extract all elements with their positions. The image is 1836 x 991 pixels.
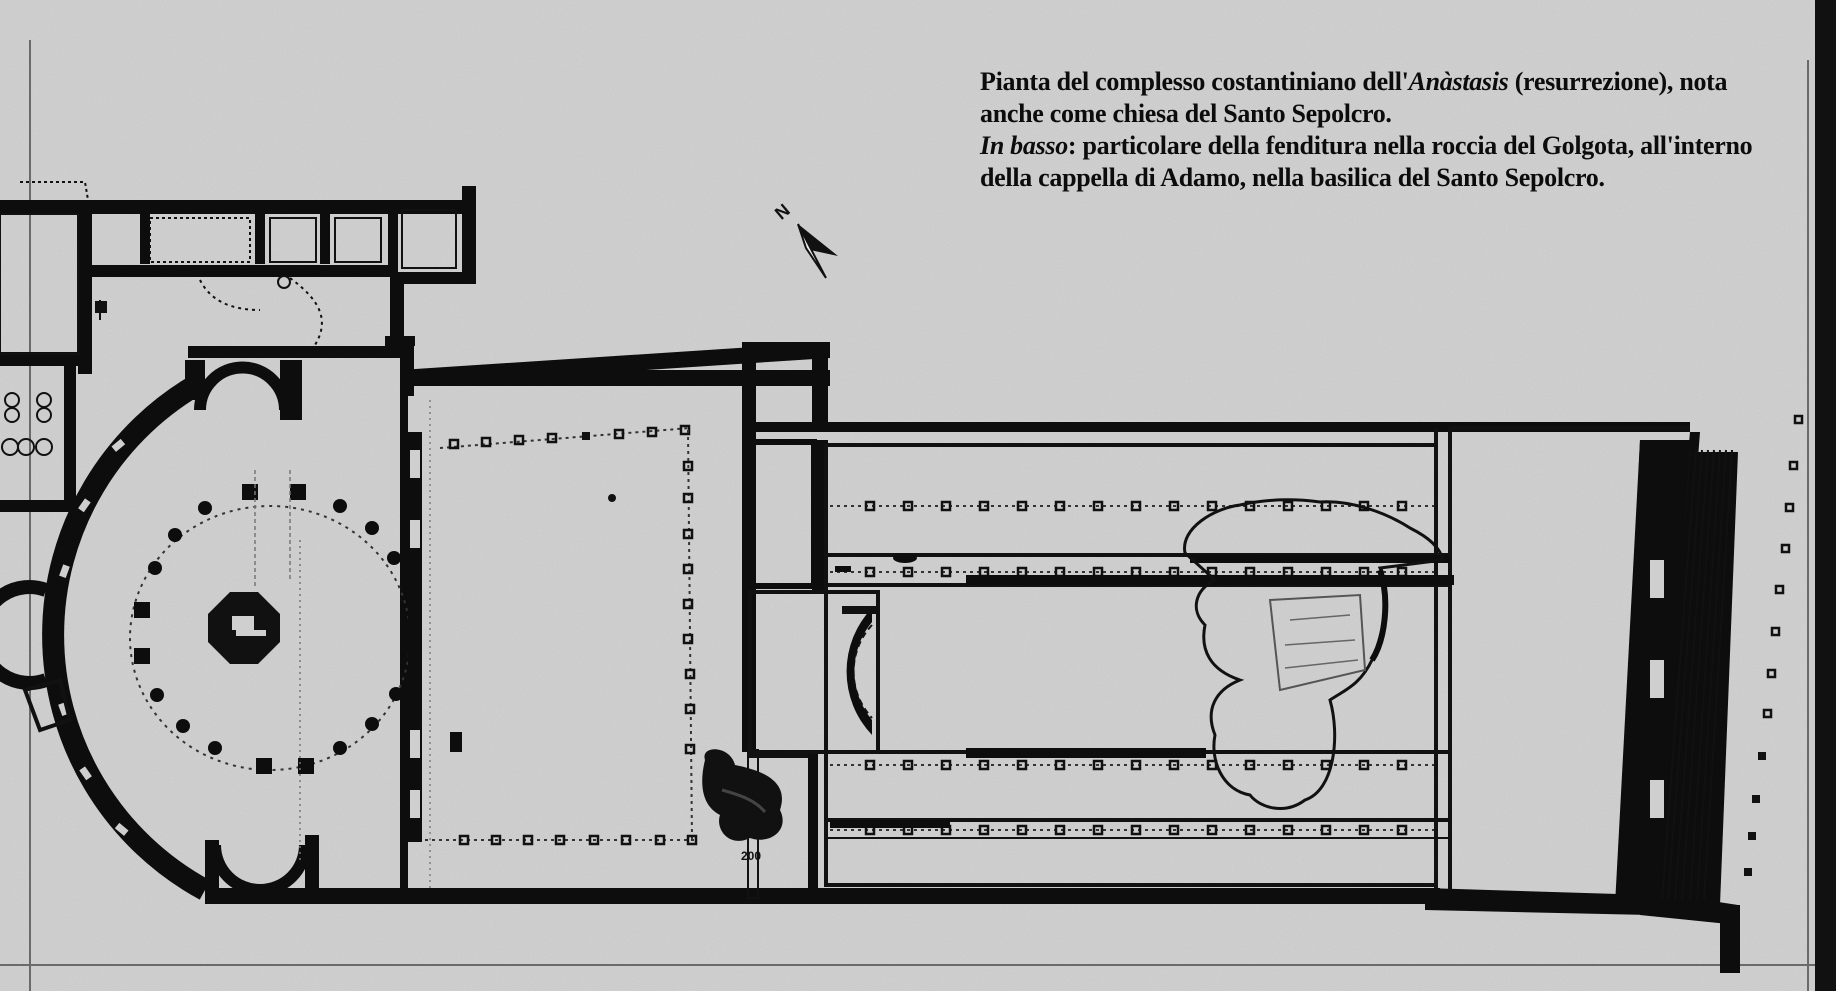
- east-steps-fill: [1615, 440, 1690, 905]
- atrium-columns: [1762, 414, 1804, 719]
- basilica-column: [978, 500, 990, 512]
- annex-details: [0, 181, 457, 456]
- basilica-column: [978, 824, 990, 836]
- basilica-column: [864, 500, 876, 512]
- basilica-column: [940, 500, 952, 512]
- basilica-column: [1396, 500, 1408, 512]
- basilica-column: [1206, 500, 1218, 512]
- basilica-column: [1282, 759, 1294, 771]
- rock-label: 200: [741, 849, 761, 863]
- basilica-column: [1244, 759, 1256, 771]
- basilica-column: [1244, 824, 1256, 836]
- basilica-column: [1168, 759, 1180, 771]
- basilica-column: [902, 566, 914, 578]
- caption-line-3: In basso: particolare della fenditura ne…: [980, 130, 1800, 162]
- caption-line-2: anche come chiesa del Santo Sepolcro.: [980, 99, 1392, 128]
- basilica-column: [1206, 824, 1218, 836]
- courtyard: [408, 400, 698, 890]
- basilica-column: [1054, 824, 1066, 836]
- caption-anastasis: Anàstasis: [1408, 67, 1509, 96]
- basilica-column: [1092, 759, 1104, 771]
- rotunda-columns: [134, 484, 403, 774]
- basilica-column: [864, 566, 876, 578]
- basilica-column: [940, 566, 952, 578]
- basilica-column: [1282, 500, 1294, 512]
- atrium-piers: [1744, 752, 1766, 876]
- basilica-column: [1016, 759, 1028, 771]
- basilica-column: [1130, 759, 1142, 771]
- basilica-column: [902, 759, 914, 771]
- atrium-frame: [1448, 426, 1690, 890]
- frame-right-edge: [1815, 0, 1836, 991]
- basilica-column: [1054, 759, 1066, 771]
- basilica-column: [1016, 824, 1028, 836]
- basilica-column: [1092, 500, 1104, 512]
- basilica-column: [1358, 759, 1370, 771]
- basilica-column: [1396, 824, 1408, 836]
- basilica-column: [1320, 824, 1332, 836]
- rotunda: [0, 360, 411, 900]
- caption-line-1: Pianta del complesso costantiniano dell'…: [980, 66, 1800, 98]
- basilica-column: [1054, 500, 1066, 512]
- basilica-column: [864, 759, 876, 771]
- basilica: [748, 428, 1454, 888]
- basilica-column: [1016, 500, 1028, 512]
- basilica-column: [1168, 500, 1180, 512]
- basilica-column: [978, 759, 990, 771]
- caption-line-1-end: (resurrezione), nota: [1508, 67, 1728, 96]
- north-arrow-icon: N: [771, 200, 838, 279]
- caption-line-3-text: : particolare della fenditura nella rocc…: [1067, 131, 1753, 160]
- basilica-column: [1358, 824, 1370, 836]
- basilica-column: [940, 759, 952, 771]
- caption-line-4: della cappella di Adamo, nella basilica …: [980, 163, 1605, 192]
- caption-line-1-text: Pianta del complesso costantiniano dell': [980, 67, 1409, 96]
- caption: Pianta del complesso costantiniano dell'…: [980, 66, 1800, 194]
- basilica-column: [1130, 824, 1142, 836]
- basilica-column: [1092, 824, 1104, 836]
- basilica-column: [1130, 500, 1142, 512]
- basilica-column: [1396, 759, 1408, 771]
- basilica-column: [1168, 824, 1180, 836]
- caption-in-basso: In basso: [980, 131, 1068, 160]
- basilica-column: [902, 500, 914, 512]
- basilica-column: [1282, 824, 1294, 836]
